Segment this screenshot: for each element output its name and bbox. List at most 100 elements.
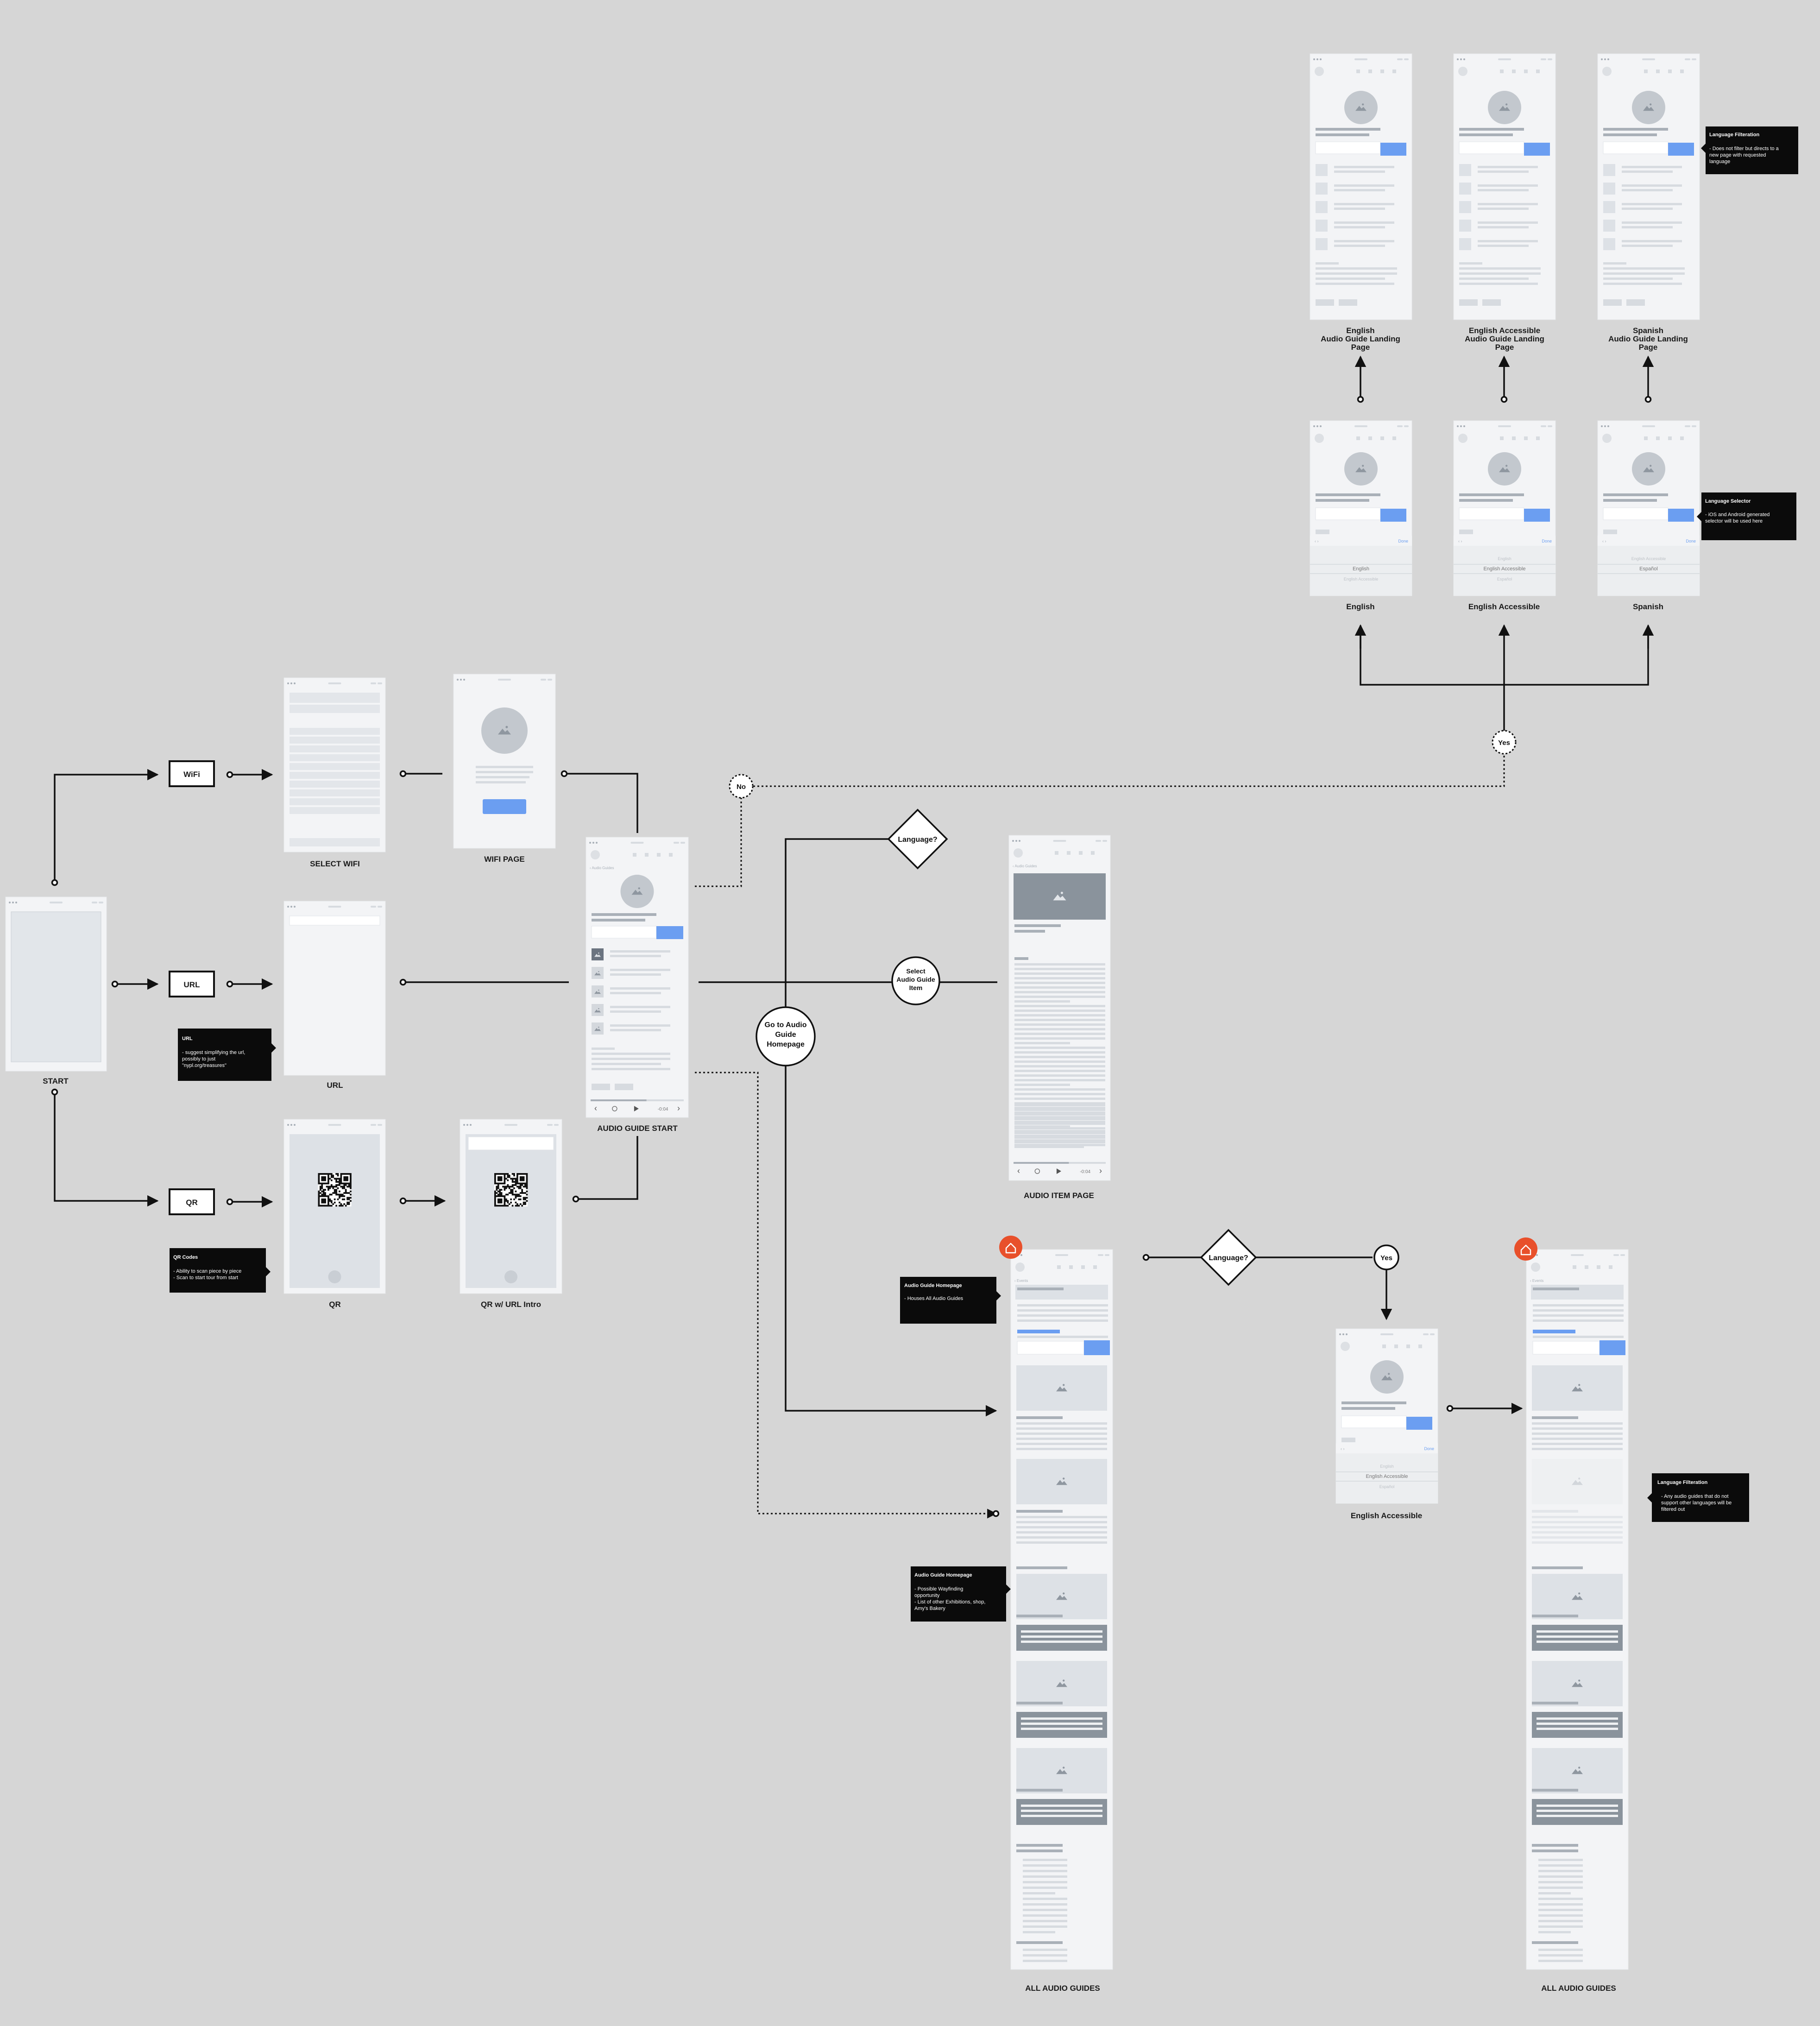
channel-qr[interactable]: QR (169, 1188, 215, 1215)
text-line (1532, 1789, 1578, 1792)
progress-fill (591, 1099, 647, 1101)
screen-audio-guide-start[interactable]: ‹ Audio Guides‹-0:04› (586, 837, 689, 1118)
qr-cell (504, 1187, 506, 1189)
qr-cell (521, 1176, 523, 1178)
screen-english-accessible-landing[interactable] (1453, 53, 1556, 320)
qr-cell (337, 1198, 339, 1200)
qr-cell (526, 1178, 528, 1180)
qr-cell (345, 1184, 347, 1186)
qr-cell (494, 1173, 496, 1175)
text-line (1016, 1844, 1063, 1847)
screen-qr-page[interactable] (283, 1119, 386, 1294)
qr-cell (524, 1197, 526, 1199)
qr-cell (518, 1195, 520, 1197)
text-line (1537, 1810, 1618, 1812)
channel-wifi[interactable]: WiFi (169, 760, 215, 787)
status-bar (1571, 1254, 1584, 1256)
home-badge-2[interactable] (1514, 1237, 1537, 1261)
screen-wifi-page[interactable] (453, 674, 556, 849)
qr-cell (340, 1205, 342, 1207)
decision-language-2[interactable]: Language? (1200, 1229, 1257, 1286)
text-line (1023, 1954, 1067, 1957)
text-line (1016, 1422, 1107, 1425)
decision-yes-2[interactable]: Yes (1373, 1244, 1399, 1270)
decision-no[interactable]: No (729, 774, 754, 799)
text-line (1014, 1135, 1105, 1137)
qr-cell (327, 1203, 329, 1205)
note-homepage-2-line-4: Amy's Bakery (914, 1606, 945, 1611)
nav-icon (1356, 69, 1360, 73)
home-badge-1[interactable] (999, 1236, 1022, 1259)
screen-qr-url-intro[interactable] (460, 1119, 562, 1294)
wifi-network-row (290, 754, 380, 761)
item-thumb (592, 948, 604, 960)
text-line (1478, 184, 1538, 187)
qr-cell (324, 1200, 326, 1202)
item-thumb (592, 967, 604, 979)
screen-spanish-landing[interactable] (1597, 53, 1700, 320)
text-line (1014, 1070, 1105, 1072)
qr-cell (324, 1182, 326, 1185)
text-line (1014, 963, 1105, 966)
nav-icon (669, 853, 673, 857)
text-line (1014, 1056, 1105, 1058)
qr-cell (494, 1174, 496, 1177)
image-icon (498, 726, 511, 735)
qr-cell (339, 1178, 340, 1180)
qr-cell (504, 1179, 506, 1181)
image-icon (1355, 465, 1367, 473)
qr-cell (523, 1192, 525, 1194)
section-header (1531, 1285, 1624, 1300)
text-line (592, 1063, 661, 1065)
decision-language-1[interactable]: Language? (887, 808, 948, 870)
text-line (1334, 240, 1394, 242)
connector-dot (1644, 396, 1652, 403)
screen-all-audio-guides-2[interactable]: ‹ Events (1526, 1249, 1629, 1970)
text-line (1341, 1401, 1406, 1404)
image-icon-shape (1572, 1386, 1583, 1392)
decision-yes-1-label: Yes (1498, 739, 1510, 747)
screen-english-landing[interactable] (1310, 53, 1412, 320)
qr-cell (526, 1179, 528, 1181)
progress-fill (1014, 1162, 1069, 1164)
status-bar (1548, 425, 1552, 427)
qr-cell (321, 1193, 323, 1196)
qr-cell (505, 1186, 507, 1188)
text-line (1316, 267, 1397, 270)
screen-all-audio-guides-1[interactable]: ‹ Events (1010, 1249, 1113, 1970)
status-bar (378, 682, 382, 684)
qr-cell (518, 1182, 520, 1185)
decision-select-item[interactable]: Select Audio Guide Item (891, 956, 940, 1005)
qr-cell (346, 1176, 348, 1178)
qr-cell (327, 1182, 329, 1185)
screen-url-page[interactable] (283, 901, 386, 1076)
text-line (1023, 1931, 1055, 1933)
qr-cell (516, 1203, 518, 1205)
qr-cell (339, 1205, 340, 1207)
image-icon-shape (1355, 467, 1367, 473)
screen-start[interactable] (5, 896, 107, 1072)
status-bar (1548, 58, 1552, 60)
channel-url[interactable]: URL (169, 971, 215, 997)
qr-cell (318, 1197, 320, 1199)
qr-cell (327, 1179, 329, 1181)
qr-cell (510, 1178, 512, 1180)
qr-cell (510, 1186, 512, 1188)
picker-option: English Accessible (1631, 556, 1666, 561)
screen-select-wifi[interactable] (283, 677, 386, 852)
image-icon-shape (1572, 1682, 1583, 1687)
qr-cell (341, 1195, 344, 1197)
decision-go-homepage[interactable]: Go to Audio Guide Homepage (756, 1006, 816, 1067)
screen-audio-item-page[interactable]: ‹ Audio Guides‹-0:04› (1008, 835, 1111, 1181)
decision-yes-1[interactable]: Yes (1492, 730, 1517, 755)
text-line (1334, 170, 1385, 173)
qr-cell (321, 1187, 323, 1189)
qr-cell (494, 1198, 496, 1200)
text-line (592, 919, 645, 921)
decision-select-item-line-3: Item (909, 984, 923, 991)
qr-cell (496, 1173, 498, 1175)
